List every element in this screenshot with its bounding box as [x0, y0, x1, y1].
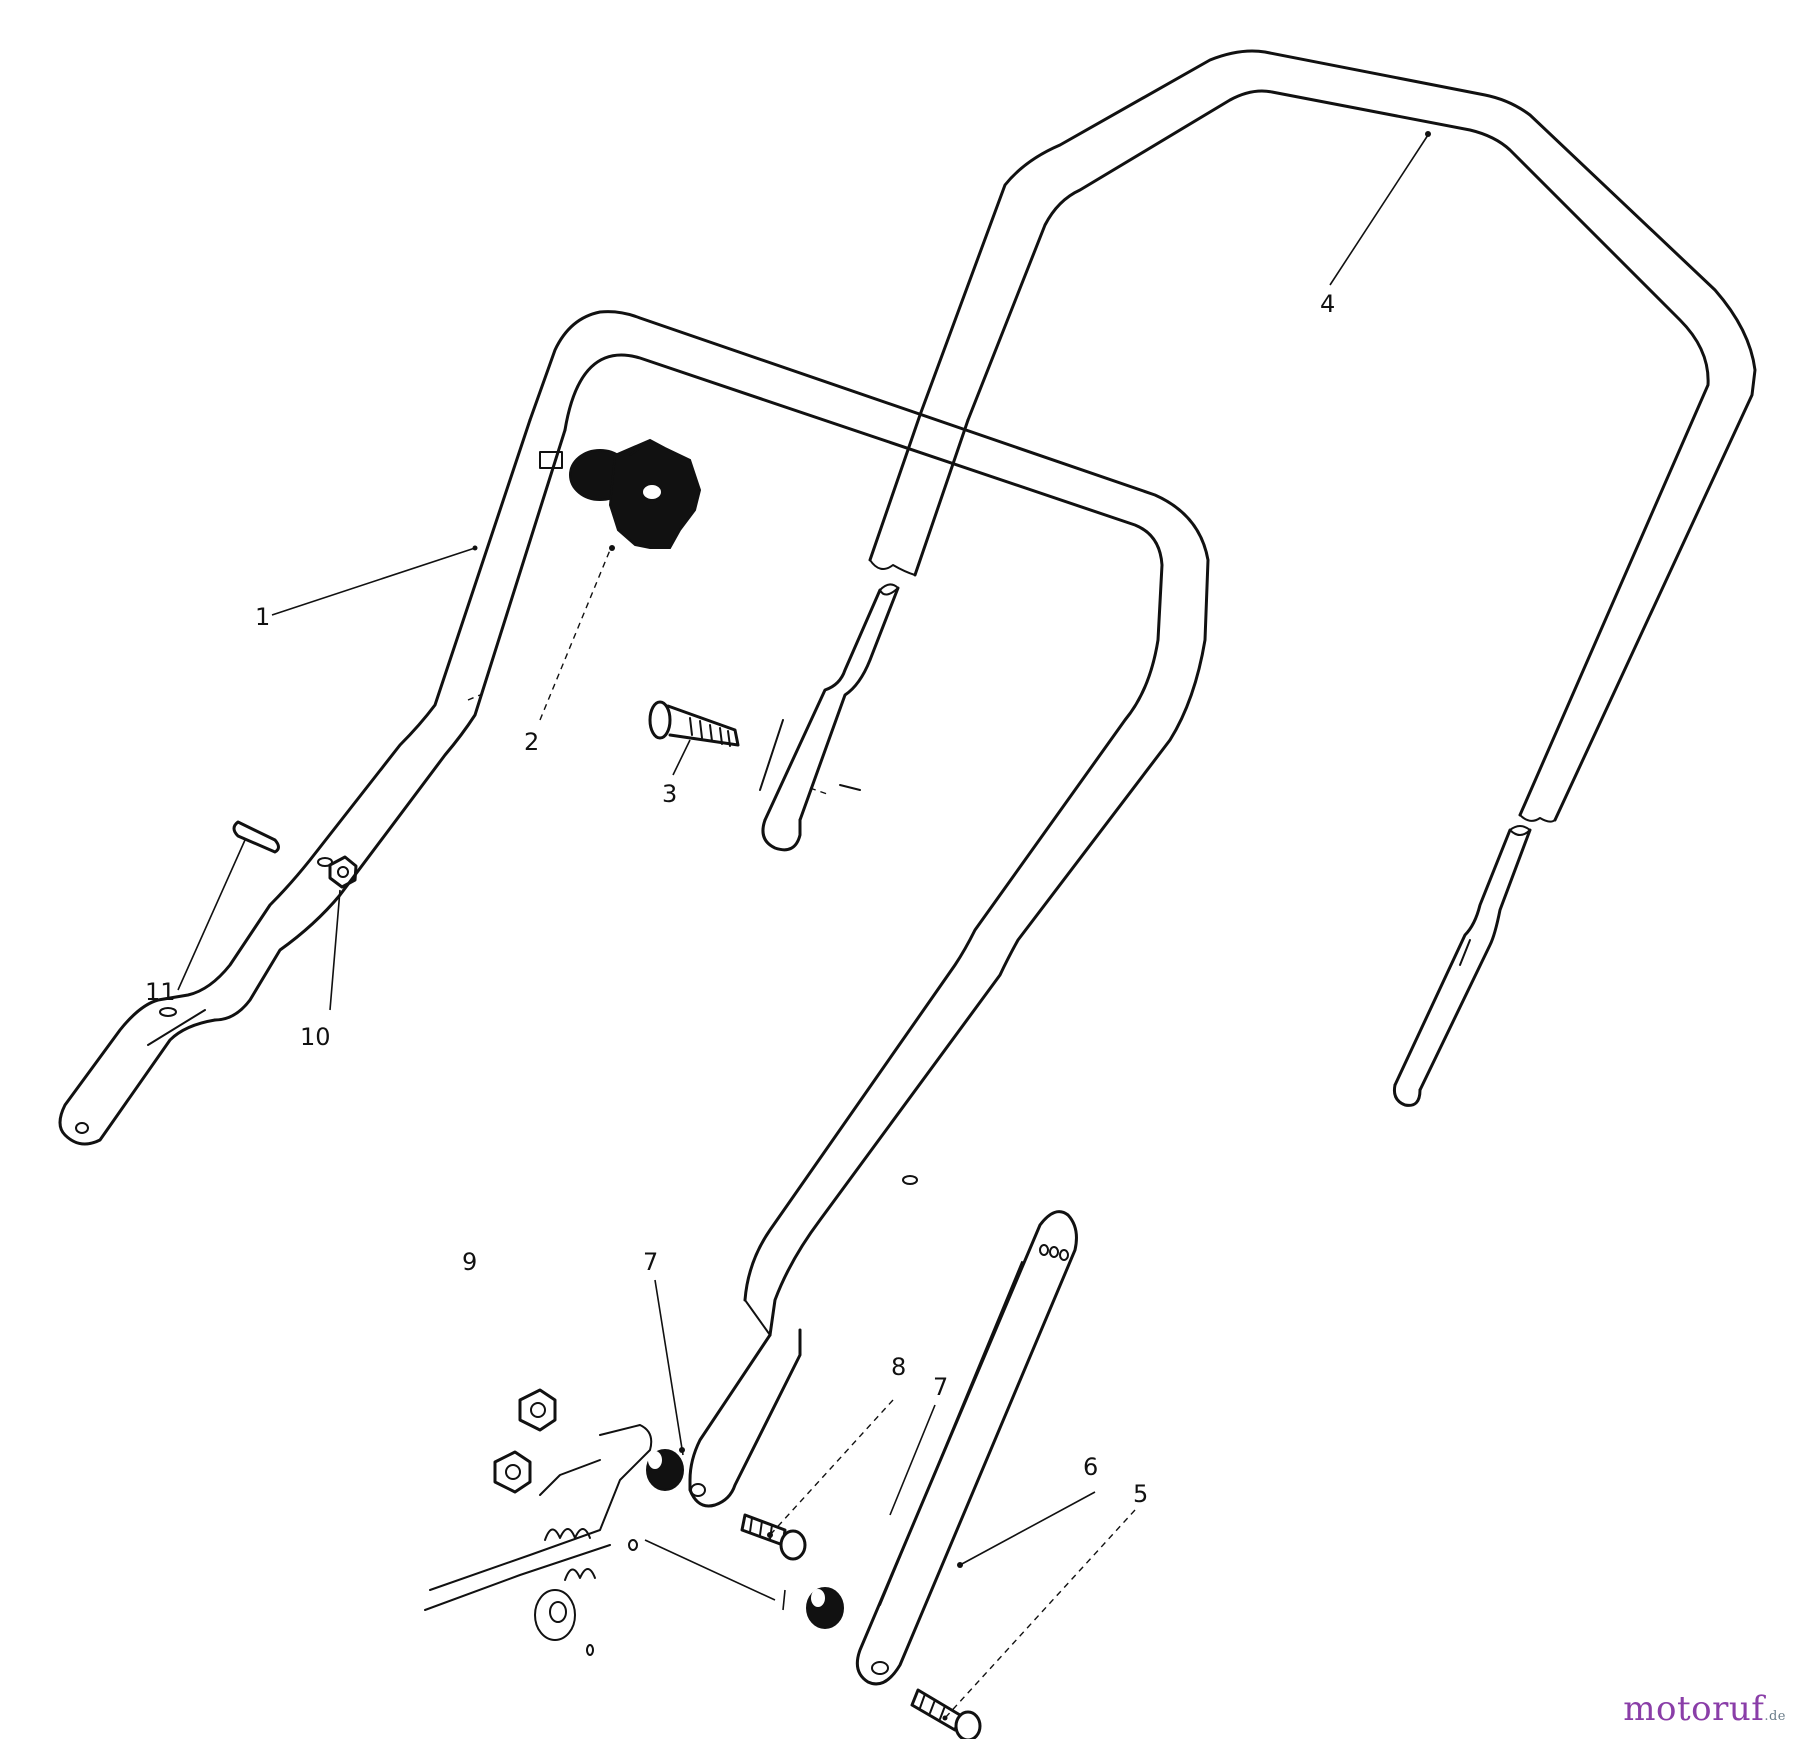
callout-8: 8 — [891, 1353, 906, 1381]
watermark-suffix: .de — [1764, 1709, 1786, 1724]
nut-part-10 — [328, 855, 358, 889]
callout-11: 11 — [145, 978, 176, 1006]
callout-5: 5 — [1133, 1480, 1148, 1508]
nut-part-9-lower — [493, 1450, 532, 1494]
callout-9: 9 — [462, 1248, 477, 1276]
callout-10: 10 — [300, 1023, 331, 1051]
mower-deck-fragment — [424, 1424, 653, 1656]
bolt-part-3 — [648, 700, 740, 747]
nut-part-9-upper — [518, 1388, 557, 1432]
callout-7b: 7 — [933, 1373, 948, 1401]
knob-part-2 — [539, 438, 702, 549]
callout-7a: 7 — [643, 1248, 658, 1276]
bracket-part-6 — [855, 1210, 1078, 1686]
leader-lines — [177, 131, 1431, 1721]
watermark-logo: motoruf.de — [1623, 1689, 1786, 1729]
callout-2: 2 — [524, 728, 539, 756]
callout-6: 6 — [1083, 1453, 1098, 1481]
callout-labels: 1 2 3 4 5 6 7 7 8 9 10 11 — [145, 290, 1335, 1508]
upper-handle-part-4 — [759, 49, 1757, 1107]
bolt-part-5 — [910, 1688, 982, 1739]
watermark-name: motoruf — [1623, 1689, 1765, 1729]
bolt-part-8 — [740, 1513, 807, 1561]
pin-part-11 — [232, 820, 280, 854]
callout-4: 4 — [1320, 290, 1335, 318]
lower-handle-part-1 — [58, 310, 1210, 1508]
callout-3: 3 — [662, 780, 677, 808]
spacer-part-7-lower — [806, 1587, 844, 1629]
spacer-part-7-upper — [646, 1449, 684, 1491]
callout-1: 1 — [255, 603, 270, 631]
